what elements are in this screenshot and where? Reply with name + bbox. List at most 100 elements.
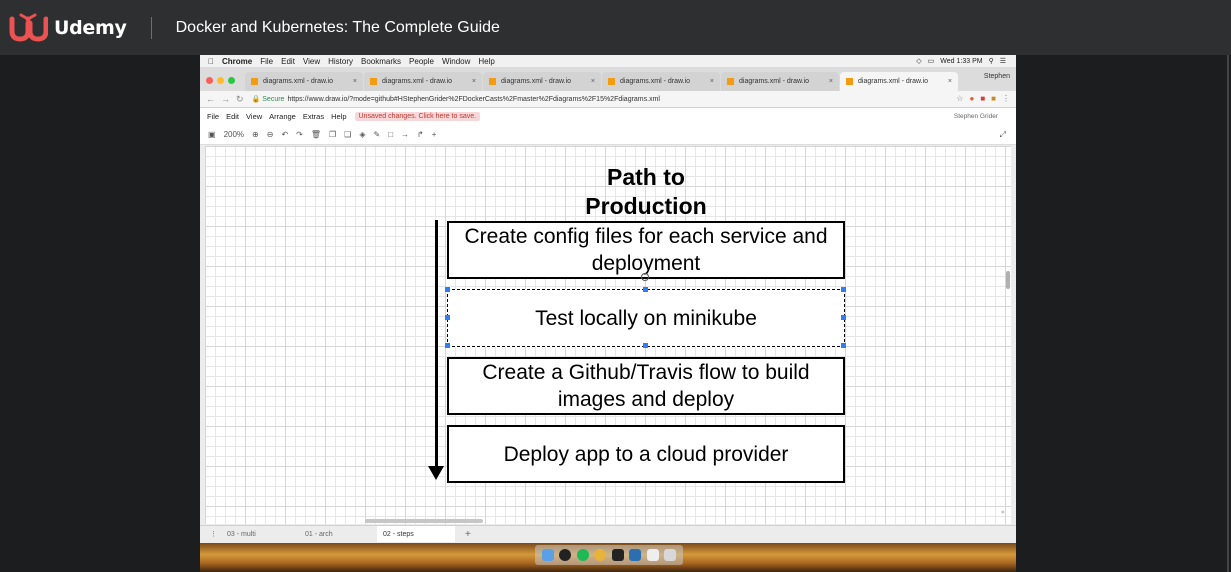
chrome-tab: diagrams.xml - draw.io× [602, 72, 720, 91]
diagram-step-selected: Test locally on minikube [447, 289, 845, 347]
drawio-menubar: File Edit View Arrange Extras Help Unsav… [200, 108, 1016, 125]
mac-menubar:  Chrome File Edit View History Bookmark… [200, 55, 1016, 67]
terminal-icon [611, 549, 624, 561]
reload-icon: ↻ [236, 93, 244, 104]
secure-label: Secure [262, 95, 285, 103]
page-tab-active: 02 - steps [377, 526, 455, 542]
drawio-favicon-icon [846, 78, 853, 85]
tab-title: diagrams.xml - draw.io [382, 78, 453, 85]
to-back-icon: ❏ [344, 130, 352, 139]
tab-title: diagrams.xml - draw.io [501, 78, 572, 85]
drawio-favicon-icon [727, 78, 734, 85]
drawio-menu-edit: Edit [226, 112, 240, 121]
header-divider [150, 16, 152, 39]
course-title[interactable]: Docker and Kubernetes: The Complete Guid… [175, 18, 500, 36]
lecture-video[interactable]:  Chrome File Edit View History Bookmark… [200, 55, 1016, 572]
drawio-canvas: Path to Production Create config files f… [205, 146, 1011, 524]
drawio-menu-extras: Extras [302, 112, 325, 121]
chrome-tab: diagrams.xml - draw.io × [364, 72, 482, 91]
mac-menu-history: History [322, 56, 353, 66]
resize-handle [445, 287, 450, 292]
udemy-watermark-icon: ● [1000, 509, 1005, 516]
drawio-menu-help: Help [331, 112, 347, 121]
udemy-logo[interactable]: Udemy [8, 13, 127, 43]
wifi-icon: ◇ [916, 58, 922, 65]
unsaved-notice: Unsaved changes. Click here to save. [354, 112, 481, 121]
diagram-step: Create config files for each service and… [447, 221, 845, 279]
close-icon: × [828, 78, 833, 85]
tab-title: diagrams.xml - draw.io [263, 78, 334, 85]
menu-icon: ⋮ [1002, 94, 1010, 103]
vscode-icon [629, 549, 642, 561]
mac-status-area: ◇ ▭ Wed 1:33 PM ⚲ ☰ [910, 55, 1006, 67]
diagram-title: Path to Production [585, 164, 707, 219]
close-icon: × [471, 78, 476, 85]
chrome-profile: Stephen [983, 73, 1010, 80]
resize-handle [445, 315, 450, 320]
chrome-tab-active: diagrams.xml - draw.io × [840, 72, 958, 91]
drawio-toolbar: ▣ 200% ⊕ ⊖ ↶ ↷ 🗑 ❐ ❏ ◈ ✎ □ → ↱ + ⤢ [200, 125, 1016, 145]
mac-menu-window: Window [435, 56, 470, 66]
back-icon: ← [206, 94, 215, 104]
drawio-favicon-icon [370, 78, 377, 85]
udemy-logo-icon [9, 13, 48, 42]
resize-handle [445, 343, 450, 348]
chrome-tab: diagrams.xml - draw.io × [483, 72, 601, 91]
drawio-page-tabs: ⋮ 03 - multi 01 - arch 02 - steps + [200, 525, 1016, 542]
undo-icon: ↶ [281, 130, 289, 139]
resize-handle [643, 343, 648, 348]
close-icon: × [590, 78, 595, 85]
drawio-favicon-icon [489, 78, 496, 85]
extension-icon: ■ [980, 94, 986, 103]
udemy-wordmark: Udemy [54, 16, 127, 39]
format-panel-icon: ▣ [208, 130, 216, 139]
mac-menu-people: People [403, 56, 434, 66]
mac-clock: Wed 1:33 PM [940, 57, 983, 65]
zoom-level: 200% [223, 130, 245, 139]
drawio-favicon-icon [608, 78, 615, 85]
drawio-favicon-icon [251, 78, 258, 85]
url-text: https://www.draw.io/?mode=github#HStephe… [287, 95, 660, 103]
mac-menu-help: Help [472, 56, 494, 66]
to-front-icon: ❐ [329, 130, 337, 139]
zoom-dot-icon [228, 76, 235, 84]
extension-icon: ● [969, 94, 975, 103]
minimize-dot-icon [217, 76, 224, 84]
zoom-in-icon: ⊕ [252, 130, 259, 139]
finder-icon [541, 549, 554, 561]
chrome-tab-strip: diagrams.xml - draw.io × diagrams.xml - d… [200, 67, 1016, 91]
shadow-icon: □ [388, 130, 394, 139]
close-icon: × [352, 78, 357, 85]
close-dot-icon [206, 76, 213, 84]
tab-title: diagrams.xml - draw.io [858, 78, 929, 85]
redo-icon: ↷ [296, 130, 303, 139]
document-icon [646, 549, 659, 561]
flow-arrow-line [435, 220, 438, 470]
insert-icon: + [431, 130, 437, 139]
mac-menu-file: File [254, 56, 273, 66]
chrome-address-bar: ← → ↻ 🔒 Secure https://www.draw.io/?mode… [200, 91, 1016, 108]
trash-icon [664, 549, 677, 561]
canvas-hscrollbar [365, 519, 483, 523]
spotify-icon [576, 549, 589, 561]
fullscreen-icon: ⤢ [999, 129, 1006, 139]
waypoints-icon: ↱ [417, 130, 424, 139]
resize-handle [841, 287, 846, 292]
canvas-scrollbar [1006, 271, 1010, 289]
diagram-step: Deploy app to a cloud provider [447, 425, 845, 483]
mac-menu-bookmarks: Bookmarks [355, 56, 401, 66]
mac-menu-edit: Edit [275, 56, 295, 66]
mac-dock [535, 545, 683, 565]
add-page-icon: + [465, 528, 471, 540]
close-icon: × [947, 78, 952, 85]
star-icon: ☆ [956, 94, 964, 103]
obs-icon [559, 549, 572, 561]
zoom-out-icon: ⊖ [266, 130, 274, 139]
fill-color-icon: ◈ [359, 130, 366, 139]
lock-icon: 🔒 [251, 96, 261, 103]
mac-menu-chrome: Chrome [216, 56, 252, 66]
spotlight-icon: ⚲ [988, 58, 994, 65]
notification-icon: ☰ [999, 58, 1006, 65]
drawio-menu-arrange: Arrange [269, 112, 296, 121]
drawio-menu-view: View [246, 112, 263, 121]
